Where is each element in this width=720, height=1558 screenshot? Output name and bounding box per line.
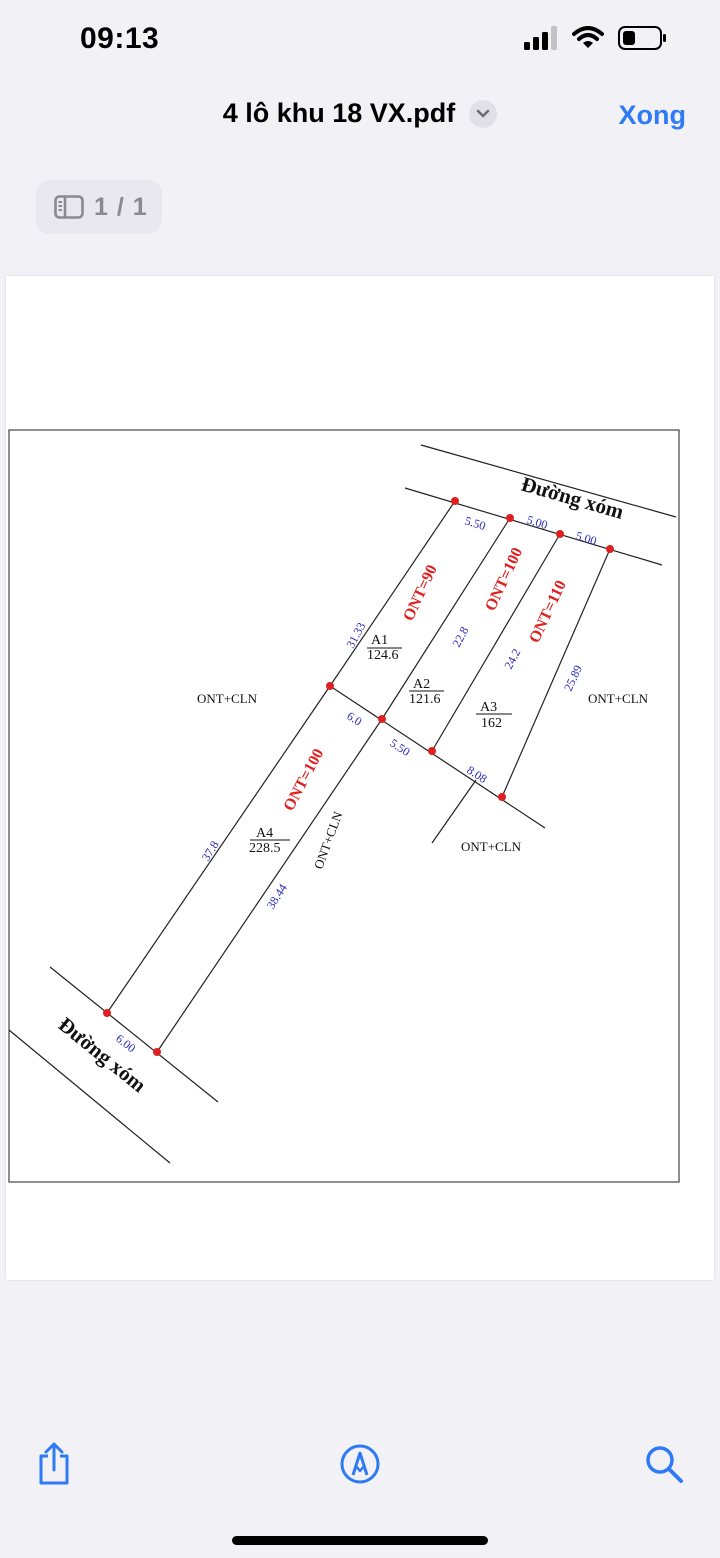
bottom-toolbar (0, 1420, 720, 1510)
battery-icon (618, 26, 666, 50)
svg-text:228.5: 228.5 (249, 841, 281, 856)
side-boundary (431, 779, 477, 844)
dim-a4-left: 37.8 (199, 838, 222, 863)
page-indicator[interactable]: 1 / 1 (36, 180, 162, 234)
markup-icon (340, 1444, 380, 1484)
dim-mid-a2: 5.50 (387, 736, 412, 759)
price-a3: ONT=110 (526, 578, 570, 646)
lot-a1-label: A1 124.6 (367, 633, 402, 663)
share-button[interactable] (30, 1440, 78, 1488)
a1-left-boundary (329, 500, 456, 687)
price-a4: ONT=100 (281, 746, 328, 814)
title-menu[interactable]: 4 lô khu 18 VX.pdf (0, 98, 720, 129)
search-button[interactable] (640, 1440, 688, 1488)
road-bottom-edge (49, 966, 219, 1103)
search-icon (646, 1446, 683, 1483)
price-a1: ONT=90 (400, 562, 441, 623)
dim-a3-left: 24.2 (501, 646, 523, 671)
dim-mid-a3: 8.08 (464, 763, 489, 786)
dim-a4-right: 38.44 (264, 881, 290, 911)
markup-button[interactable] (336, 1440, 384, 1488)
road-bottom-edge-outer (8, 1029, 171, 1164)
sidebar-icon (54, 195, 84, 219)
road-bottom-label: Đường xóm (54, 1012, 151, 1097)
drawing-frame (8, 429, 680, 1183)
dim-top-a2: 5.00 (525, 512, 549, 532)
corner-points (103, 497, 614, 1056)
a4-left-boundary (106, 685, 331, 1014)
signal-icon (524, 26, 557, 50)
status-time: 09:13 (80, 22, 160, 55)
svg-text:124.6: 124.6 (367, 648, 399, 663)
wifi-icon (572, 26, 604, 48)
svg-text:121.6: 121.6 (409, 692, 441, 707)
page-indicator-text: 1 / 1 (94, 192, 148, 221)
a2-left-boundary (381, 517, 511, 720)
middle-boundary (329, 685, 546, 829)
a3-right-boundary (501, 548, 611, 798)
ont-cln-vertical: ONT+CLN (311, 809, 346, 871)
svg-text:A1: A1 (371, 633, 388, 648)
ont-cln-right: ONT+CLN (588, 691, 649, 706)
lot-a2-label: A2 121.6 (409, 677, 444, 707)
nav-bar: 4 lô khu 18 VX.pdf Xong (0, 88, 720, 148)
land-plot-drawing: Đường xóm Đường xóm ONT+CLN ONT+CLN ONT+… (8, 429, 680, 1183)
road-top-edge-inner (404, 487, 663, 566)
lot-a4-label: A4 228.5 (249, 826, 290, 856)
lot-a3-label: A3 162 (476, 700, 512, 731)
svg-text:A2: A2 (413, 677, 430, 692)
dim-top-a3: 5.00 (574, 528, 598, 548)
ont-cln-bottom: ONT+CLN (461, 839, 522, 854)
dim-a3-right: 25.89 (561, 663, 585, 693)
done-button[interactable]: Xong (618, 100, 687, 130)
dim-mid-a1: 6.0 (344, 709, 364, 729)
chevron-down-icon[interactable] (469, 99, 498, 128)
road-top-edge (420, 444, 677, 518)
pdf-page[interactable]: Đường xóm Đường xóm ONT+CLN ONT+CLN ONT+… (6, 276, 714, 1280)
status-icons (524, 26, 668, 50)
home-indicator[interactable] (232, 1536, 488, 1545)
dim-a2-left: 22.8 (449, 624, 471, 649)
share-icon (39, 1442, 69, 1485)
svg-text:A4: A4 (256, 826, 273, 841)
a3-left-boundary (431, 533, 561, 752)
svg-text:162: 162 (481, 716, 502, 731)
a4-right-boundary (156, 718, 383, 1053)
ont-cln-left: ONT+CLN (197, 691, 258, 706)
status-bar: 09:13 (0, 0, 720, 88)
svg-text:A3: A3 (480, 700, 497, 715)
dim-top-a1: 5.50 (463, 513, 487, 533)
document-title: 4 lô khu 18 VX.pdf (222, 98, 456, 128)
